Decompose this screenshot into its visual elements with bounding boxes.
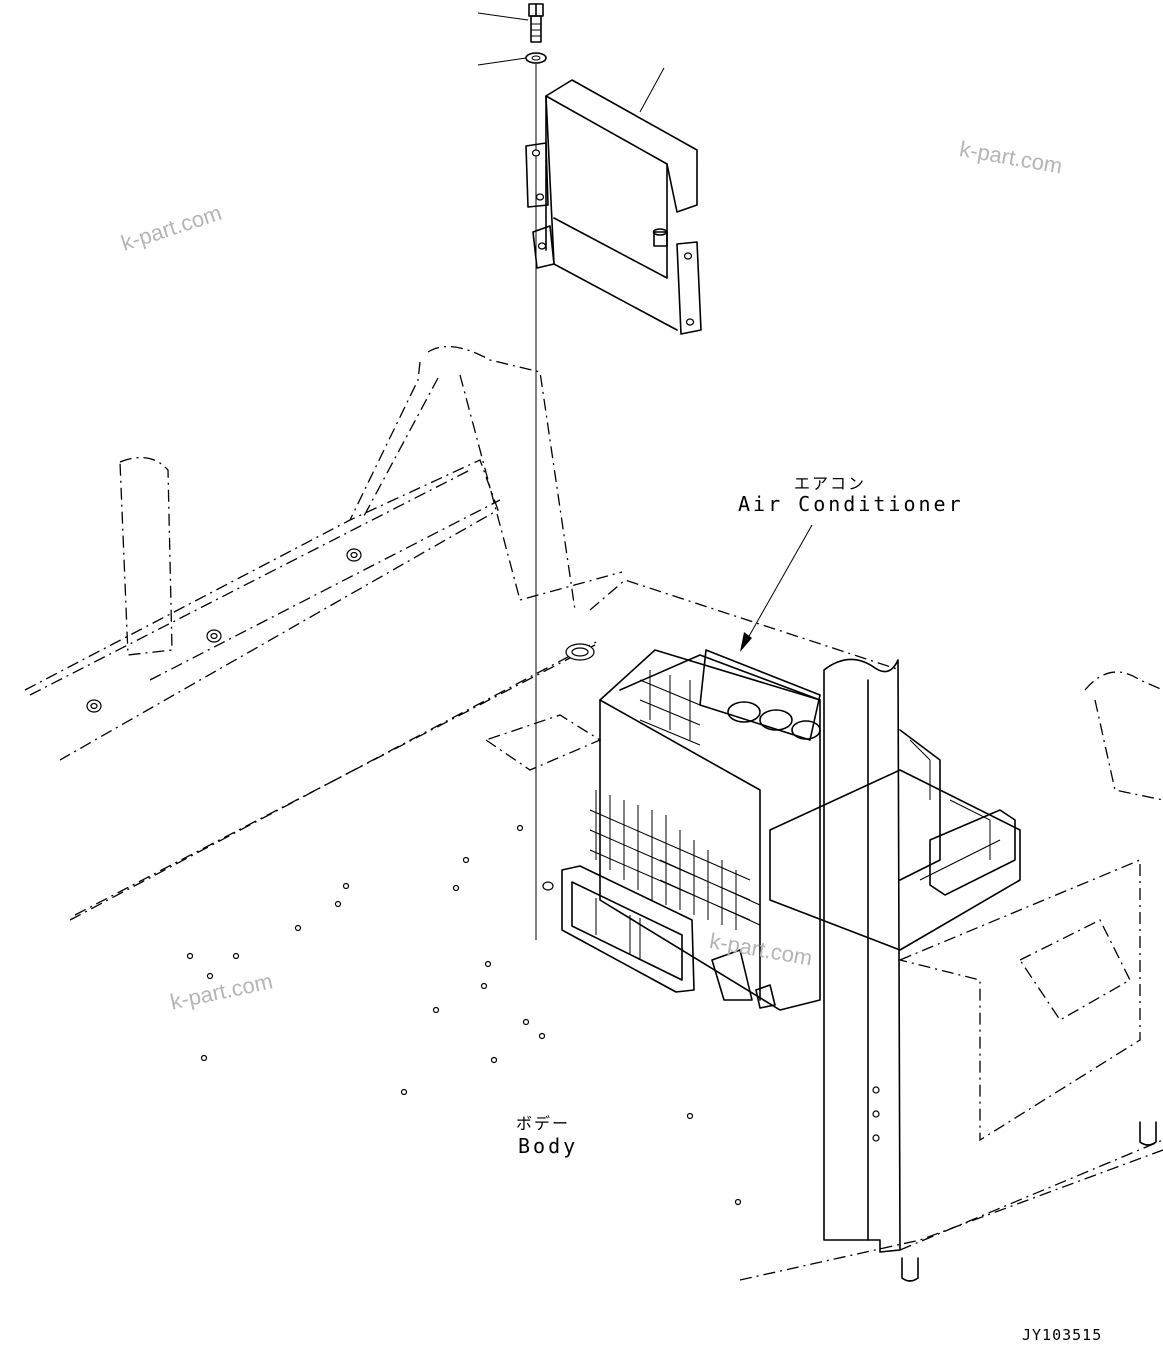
front-pillar [823, 658, 1157, 1282]
bolt-part [528, 3, 544, 43]
bolt-leader [477, 12, 529, 21]
air-conditioner-label-jp: エアコン [794, 474, 867, 493]
air-conditioner-leader [740, 524, 813, 652]
body-label-jp: ボデー [516, 1114, 571, 1133]
frame-holes [86, 548, 742, 1206]
washer-leader [477, 57, 527, 66]
washer-part [525, 52, 547, 64]
cover-bracket-part [525, 79, 702, 335]
air-conditioner-unit [561, 649, 1021, 1011]
drawing-number: JY103515 [1022, 1326, 1103, 1344]
body-frame-outline [24, 346, 1163, 1281]
body-label-en: Body [518, 1134, 579, 1158]
air-conditioner-label-en: Air Conditioner [738, 492, 964, 516]
bracket-leader [639, 67, 665, 113]
